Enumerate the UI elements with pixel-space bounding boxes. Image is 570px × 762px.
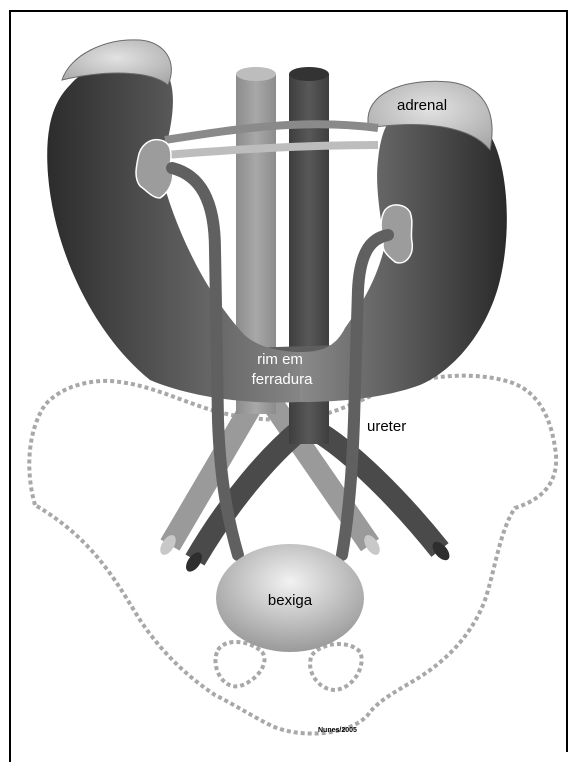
adrenal-label: adrenal (397, 97, 447, 114)
credit-label: Nunes/2005 (318, 727, 357, 734)
vena-cava-top-end (289, 67, 329, 81)
kidney-label-line2: ferradura (252, 371, 314, 388)
bladder-label: bexiga (268, 592, 313, 609)
left-obturator-foramen (215, 642, 264, 686)
ureter-label: ureter (367, 418, 406, 435)
right-obturator-foramen (310, 644, 362, 690)
aorta-top-end (236, 67, 276, 81)
kidney-label-line1: rim em (257, 351, 303, 368)
